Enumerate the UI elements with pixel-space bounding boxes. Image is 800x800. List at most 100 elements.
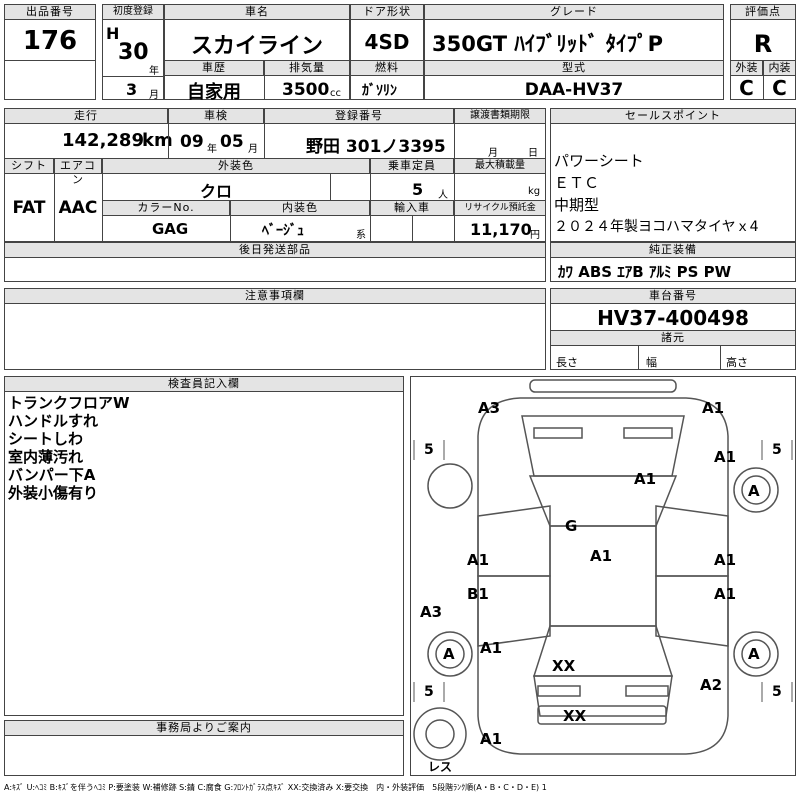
tire-right-front [733,467,779,513]
displacement: 3500 [282,80,330,100]
damage-mark: A [748,645,760,663]
interior-grade-label: 内装 [763,60,796,76]
inspector-label: 検査員記入欄 [4,376,404,392]
tire-right-front-inner [741,475,771,505]
door-label: ドア形状 [350,4,424,20]
exterior-grade-label: 外装 [730,60,763,76]
first-reg-box [102,4,164,100]
tire-tread-lr: 5 [424,684,434,700]
headlight-left [533,427,583,439]
exterior-color: クロ [200,182,233,201]
score-label: 評価点 [730,4,796,20]
model-code: DAA-HV37 [524,80,624,100]
hood-shape [521,415,685,477]
roof-shape [549,525,657,627]
damage-mark: XX [552,657,576,675]
spare-tire [413,707,467,761]
history-label: 車歴 [164,60,264,76]
damage-mark: A2 [700,676,723,694]
damage-mark: A3 [420,603,443,621]
car-name: スカイライン [190,34,323,59]
genuine-equipment: ｶﾜ ABS ｴｱB ｱﾙﾐ PS PW [558,263,732,281]
sales-label: セールスポイント [550,108,796,124]
damage-mark: A1 [714,585,737,603]
import-label: 輸入車 [370,200,454,216]
tire-tread-lf: 5 [424,442,434,458]
spare-tire-inner [425,719,455,749]
score: R [753,30,773,58]
first-reg-label: 初度登録 [102,4,164,20]
taillight-right [625,685,669,697]
dim-length-label: 長さ [556,356,578,369]
inspector-note: シートしわ [8,430,84,448]
name-label: 車名 [164,4,350,20]
recycle-fee: 11,170 [470,220,532,239]
inspection-month-unit: 月 [248,144,258,155]
recycle-unit: 円 [530,230,540,241]
inspector-note: 外装小傷有り [8,484,99,502]
interior-grade: C [772,76,787,100]
car-body-outline [477,397,729,755]
grade: 350GT ﾊｲﾌﾞﾘｯﾄﾞ ﾀｲﾌﾟP [432,32,664,56]
car-diagram [413,379,793,761]
genuine-label: 純正装備 [550,242,796,258]
color-number: GAG [152,220,189,238]
damage-mark: A1 [702,399,725,417]
damage-mark: A [443,645,455,663]
shift-label: シフト [4,158,54,174]
interior-color-label: 内装色 [230,200,370,216]
right-rear-door [655,575,729,647]
shift: FAT [12,198,46,218]
left-rear-door [477,575,551,647]
displacement-unit: cc [330,88,341,99]
plate-number: 野田 301ノ3395 [306,137,446,157]
grade-label: グレード [424,4,724,20]
transfer-day: 日 [528,148,538,159]
tire-tread-rf: 5 [772,442,782,458]
mileage-box [4,108,546,242]
spare-tire-status: レス [428,760,453,774]
ac-label: エアコン [54,158,102,186]
ac: AAC [58,198,98,218]
inspector-note: トランクフロアW [8,394,130,412]
tire-right-rear [733,631,779,677]
fuel-label: 燃料 [350,60,424,76]
damage-mark: A1 [480,730,503,748]
sales-box [550,108,796,242]
inspection-year-unit: 年 [207,144,217,155]
later-parts-label: 後日発送部品 [4,242,546,258]
lot-box [4,4,96,100]
first-reg-month: 3 [126,80,138,99]
inspection-month: 05 [220,132,244,152]
inspector-note: 室内薄汚れ [8,448,84,466]
office-label: 事務局よりご案内 [4,720,404,736]
door-box [350,4,424,100]
mileage-label: 走行 [4,108,168,124]
damage-mark: A1 [480,639,503,657]
fuel: ｶﾞｿﾘﾝ [362,83,397,99]
capacity-unit: 人 [438,190,448,201]
capacity: 5 [412,180,424,199]
tire-tread-rr: 5 [772,684,782,700]
damage-mark: A1 [467,551,490,569]
era: H [106,24,120,43]
sales-point: ２０２４年製ヨコハマタイヤｘ4 [554,219,759,235]
tire-left-rear-inner [435,639,465,669]
inspector-box [4,376,404,716]
color-label: 外装色 [102,158,370,174]
inspector-note: バンパー下A [8,466,96,484]
history: 自家用 [187,82,241,103]
dim-height-label: 高さ [726,356,748,369]
exterior-grade: C [739,76,754,100]
headlight-right [623,427,673,439]
damage-mark: A3 [478,399,501,417]
tire-right-rear-inner [741,639,771,669]
damage-mark: XX [563,707,587,725]
damage-mark: A1 [714,551,737,569]
first-reg-year: 30 [118,40,149,65]
damage-mark: B1 [467,585,489,603]
year-unit: 年 [149,66,159,77]
model-label: 型式 [424,60,724,76]
interior-color-unit: 系 [356,230,366,241]
damage-mark: A1 [590,547,613,565]
